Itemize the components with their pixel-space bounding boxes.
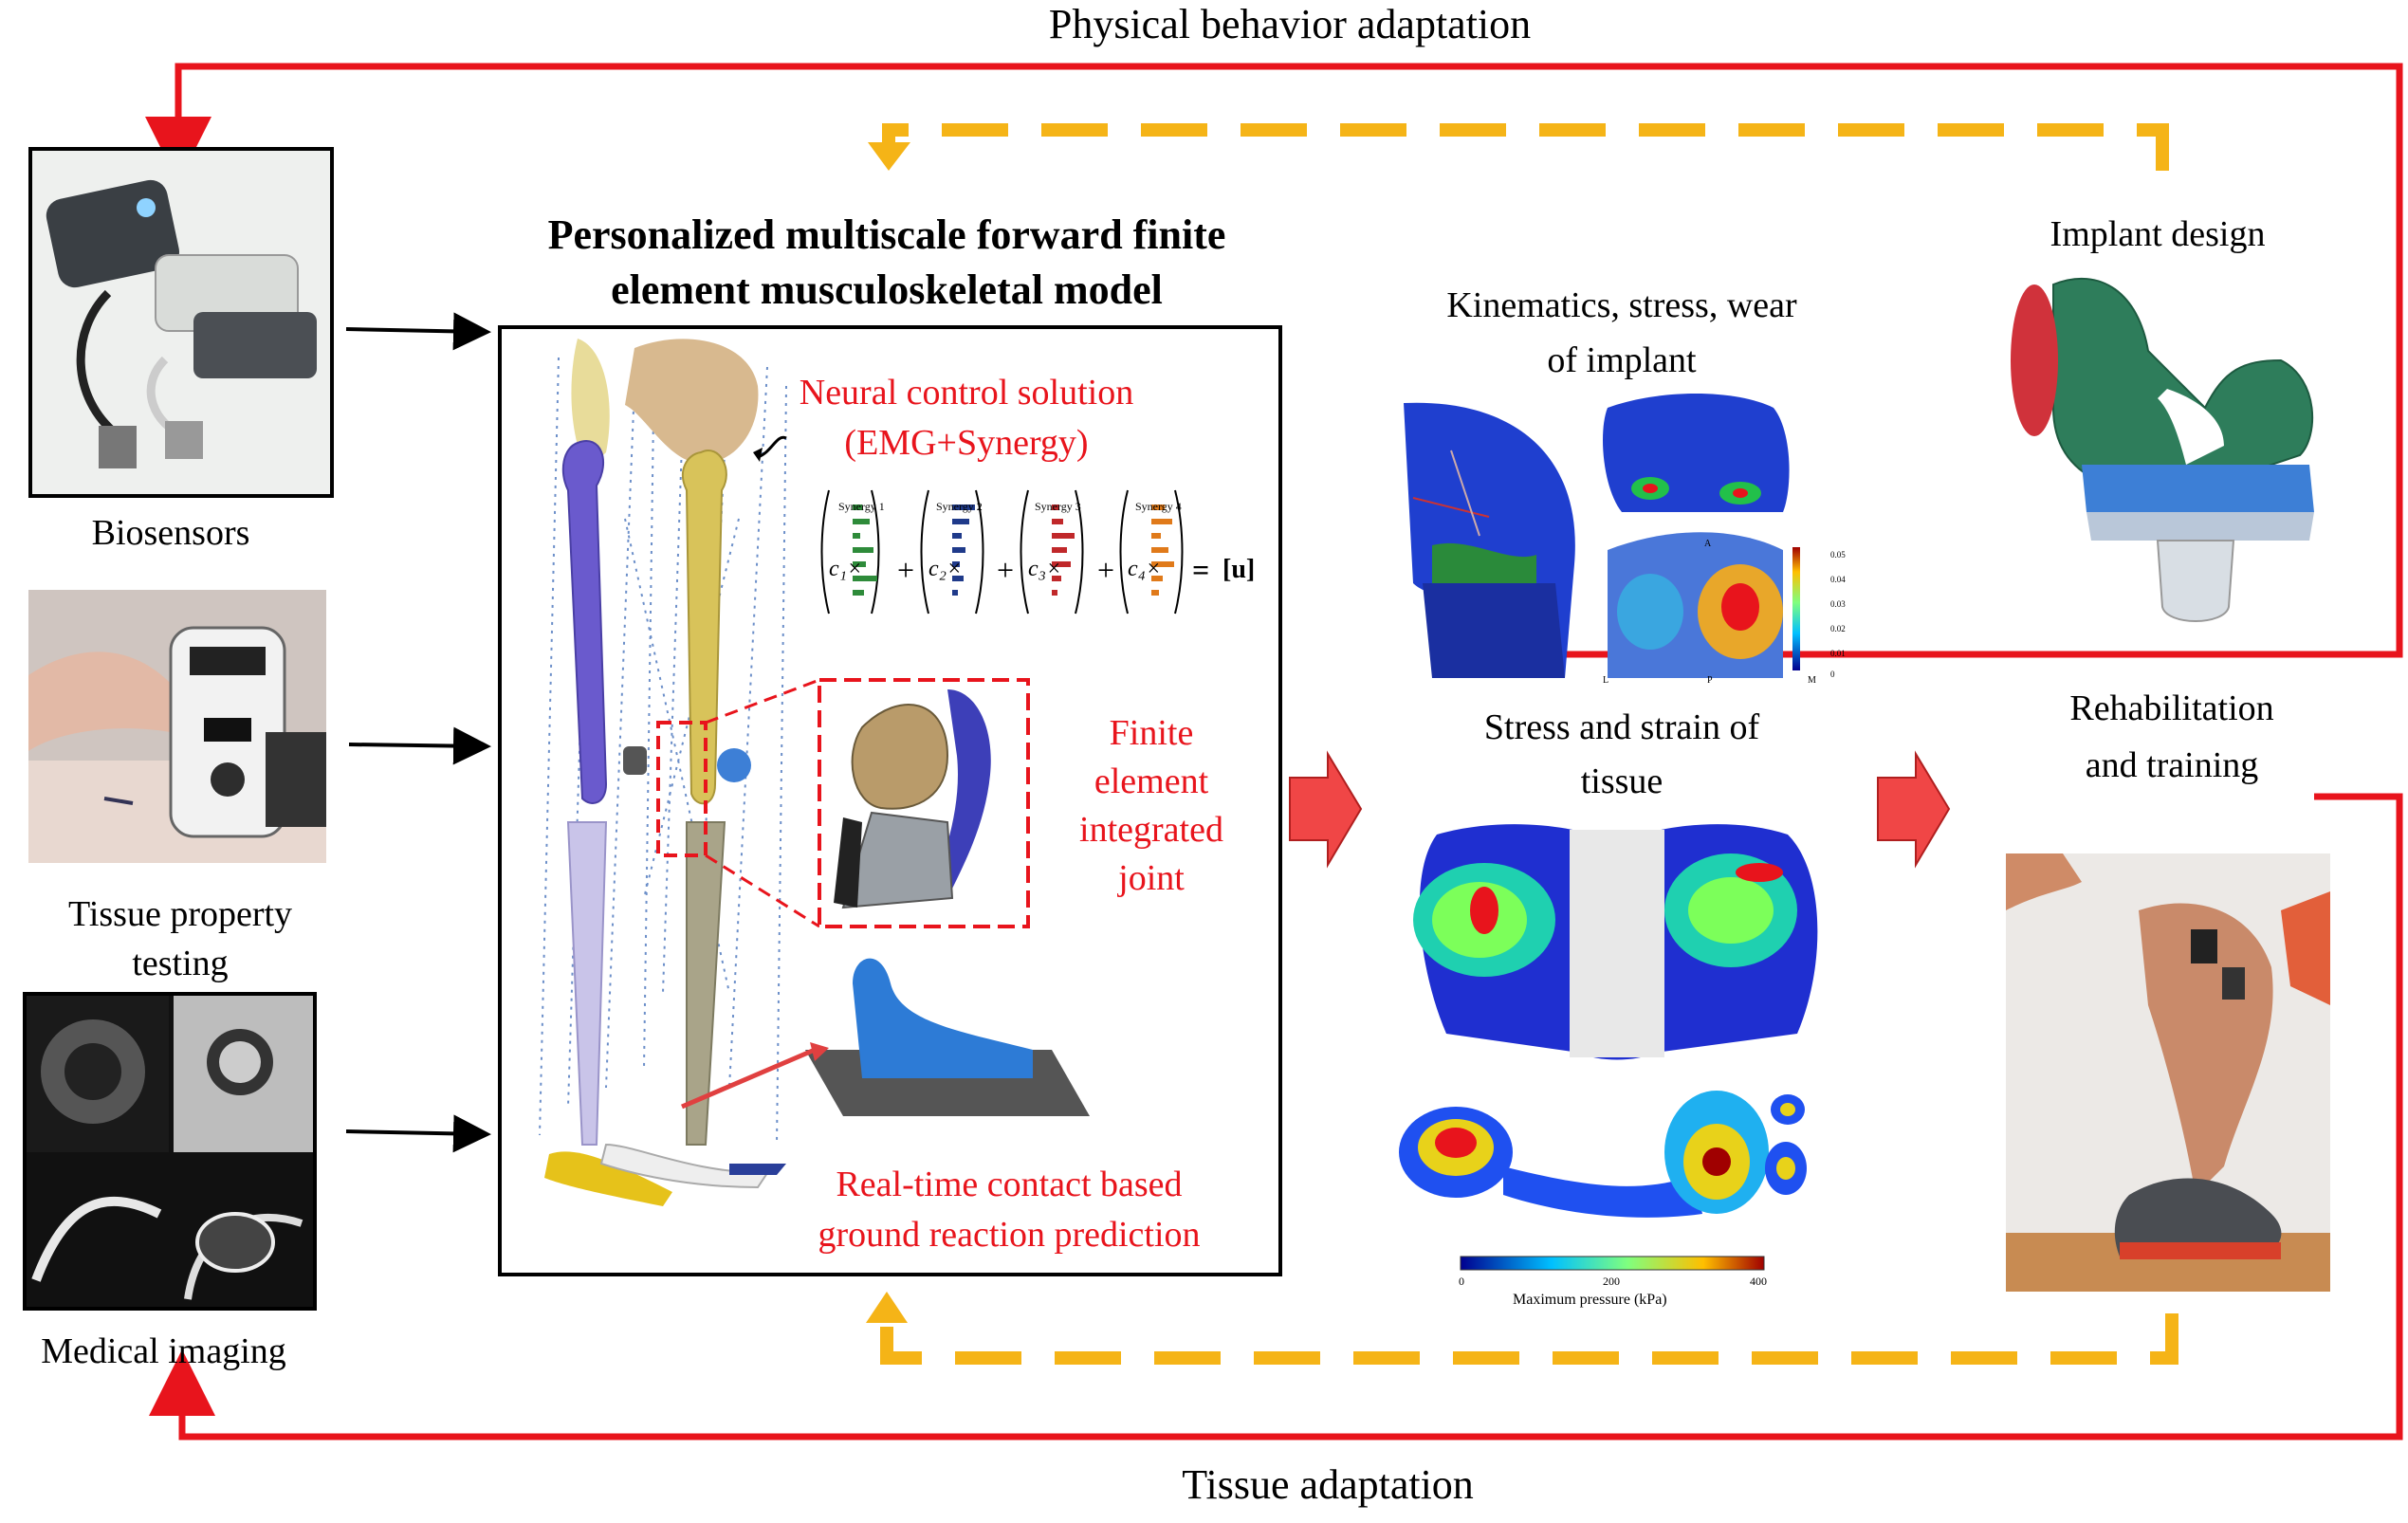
coefficient-1: c₁× <box>829 557 863 581</box>
bottom-red-loop <box>149 793 2403 1440</box>
synergy-label-1: Synergy 1 <box>838 500 885 513</box>
synergy-charts <box>820 489 1184 615</box>
musculoskeletal-model-illustration <box>539 339 1184 1206</box>
rehab-label-2: and training <box>2085 745 2259 785</box>
arrow-biosensors <box>345 312 491 351</box>
biosensors-label: Biosensors <box>91 513 250 553</box>
biosensor-device-illustration <box>32 151 330 494</box>
kinematics-label-2: of implant <box>1547 340 1697 380</box>
plot-letter-a: A <box>1704 539 1712 549</box>
fe-label-4: joint <box>1118 858 1185 898</box>
fe-label-2: element <box>1094 762 1209 801</box>
stress-label-2: tissue <box>1580 762 1664 801</box>
top-title: Physical behavior adaptation <box>1048 1 1532 47</box>
synergy-label-4: Synergy 4 <box>1135 500 1182 513</box>
tissue-testing-label-2: testing <box>132 944 229 983</box>
medical-imaging-photo <box>23 992 317 1311</box>
biosensors-photo <box>28 147 334 498</box>
stress-label-1: Stress and strain of <box>1483 707 1760 747</box>
synergy-label-3: Synergy 3 <box>1035 500 1081 513</box>
scale-tick-3: 0.03 <box>1830 599 1846 609</box>
implant-design-label: Implant design <box>2050 214 2266 254</box>
kinematics-label-1: Kinematics, stress, wear <box>1446 285 1797 325</box>
plus-3: + <box>1097 553 1115 587</box>
mri-illustration <box>27 996 313 1307</box>
coefficient-2: c₂× <box>928 557 963 581</box>
arrow-tissue-testing <box>348 726 491 765</box>
scale-tick-6: 0 <box>1830 670 1835 679</box>
coefficient-4: c₄× <box>1128 557 1162 581</box>
arrow-imaging <box>345 1114 491 1153</box>
medical-imaging-label: Medical imaging <box>41 1331 286 1371</box>
plot-letter-p: P <box>1707 675 1713 686</box>
tissue-testing-label-1: Tissue property <box>67 894 293 934</box>
tissue-stress-results <box>1399 824 1835 1271</box>
model-title-1: Personalized multiscale forward finite <box>547 211 1226 258</box>
plot-letter-m: M <box>1808 675 1816 686</box>
fe-label-1: Finite <box>1109 713 1194 753</box>
bottom-dashed-loop <box>880 1313 2178 1365</box>
tissue-tester-illustration <box>28 590 326 863</box>
fe-label-3: integrated <box>1079 810 1223 850</box>
model-panel: Neural control solution (EMG+Synergy) Sy… <box>498 325 1282 1276</box>
leg-training-illustration <box>2006 853 2330 1292</box>
synergy-label-2: Synergy 2 <box>936 500 983 513</box>
colorbar-title: Maximum pressure (kPa) <box>1513 1292 1667 1308</box>
scale-tick-4: 0.02 <box>1830 624 1846 633</box>
neural-control-title-2: (EMG+Synergy) <box>844 423 1089 463</box>
bottom-title: Tissue adaptation <box>1182 1461 1474 1508</box>
top-dashed-loop <box>882 123 2169 171</box>
block-arrow-1 <box>1289 750 1363 869</box>
scale-tick-5: 0.01 <box>1830 649 1846 658</box>
model-title-2: element musculoskeletal model <box>611 266 1163 313</box>
block-arrow-2 <box>1877 750 1951 869</box>
colorbar-tick-200: 200 <box>1603 1275 1620 1288</box>
plus-1: + <box>897 553 915 587</box>
contact-label-1: Real-time contact based <box>836 1165 1183 1204</box>
plot-letter-l: L <box>1603 675 1609 686</box>
scale-tick-2: 0.04 <box>1830 575 1846 584</box>
colorbar-tick-0: 0 <box>1459 1275 1464 1288</box>
tissue-testing-photo <box>28 590 326 863</box>
coefficient-3: c₃× <box>1028 557 1062 581</box>
top-red-loop <box>145 63 2403 658</box>
plus-2: + <box>997 553 1015 587</box>
rehab-training-photo <box>2006 853 2330 1292</box>
implant-design-illustration <box>2011 277 2314 622</box>
implant-fe-results <box>1404 394 1800 678</box>
scale-tick-1: 0.05 <box>1830 550 1846 560</box>
result-vector: [u] <box>1222 555 1256 584</box>
rehab-label-1: Rehabilitation <box>2069 688 2274 728</box>
contact-label-2: ground reaction prediction <box>818 1215 1201 1255</box>
neural-control-title-1: Neural control solution <box>799 373 1134 413</box>
colorbar-tick-400: 400 <box>1750 1275 1767 1288</box>
equals-sign: = <box>1192 553 1210 587</box>
